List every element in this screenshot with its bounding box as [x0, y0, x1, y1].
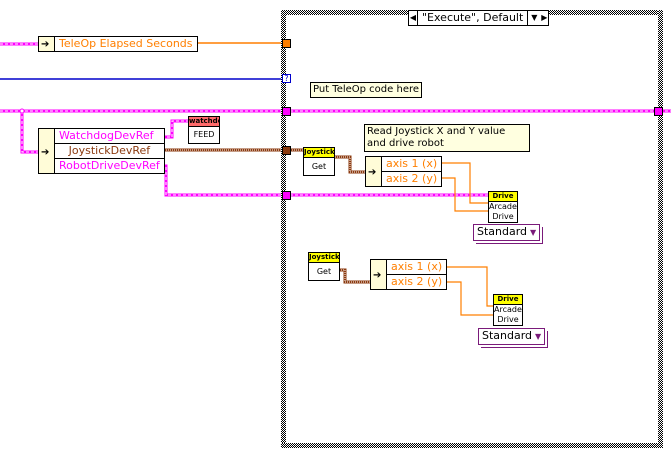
drive-mode-ring[interactable]: Standard▼ [473, 224, 541, 241]
dropdown-icon[interactable]: ▼ [530, 228, 537, 237]
unbundle-axes[interactable]: ➔ axis 1 (x) axis 2 (y) [365, 156, 443, 187]
drive-mode-value: Standard [482, 329, 533, 342]
tunnel-cluster[interactable] [282, 107, 291, 116]
field-robotdrive-devref[interactable]: RobotDriveDevRef [59, 159, 160, 172]
field-joystick-devref[interactable]: JoystickDevRef [55, 144, 164, 159]
drive-body-1: Arcade [489, 202, 517, 211]
joystick-header: Joystick [304, 148, 335, 158]
case-selector[interactable]: ◀ "Execute", Default ▼ ▶ [408, 10, 550, 26]
unbundle-devrefs[interactable]: ➔ WatchdogDevRef JoystickDevRef RobotDri… [38, 128, 165, 174]
tunnel-joystick[interactable] [282, 146, 291, 155]
drive-header: Drive [489, 192, 517, 202]
drive-mode-value: Standard [477, 225, 528, 238]
drive-header: Drive [494, 295, 522, 305]
tunnel-robotdrive[interactable] [282, 191, 291, 200]
watchdog-feed-node[interactable]: watchdog FEED [188, 116, 220, 144]
arrow-icon: ➔ [373, 270, 382, 281]
arcade-drive-node[interactable]: Drive Arcade Drive [488, 191, 518, 223]
joystick-get-label: Get [311, 162, 327, 171]
comment-teleop: Put TeleOp code here [310, 82, 423, 98]
arrow-icon: ➔ [41, 39, 50, 50]
case-frame-bottom [281, 443, 663, 448]
field-watchdog-devref[interactable]: WatchdogDevRef [55, 129, 164, 144]
case-frame-right [658, 10, 663, 448]
case-frame-left [281, 10, 286, 448]
drive-mode-ring[interactable]: Standard▼ [478, 328, 546, 345]
joystick-header: Joystick [309, 253, 340, 263]
watchdog-header: watchdog [189, 117, 219, 127]
joystick-get-label: Get [316, 267, 332, 276]
field-teleop-elapsed[interactable]: TeleOp Elapsed Seconds [59, 37, 193, 50]
unbundle-axes[interactable]: ➔ axis 1 (x) axis 2 (y) [370, 259, 448, 290]
unbundle-elapsed[interactable]: ➔ TeleOp Elapsed Seconds [38, 36, 198, 52]
tunnel-cluster-out[interactable] [654, 107, 663, 116]
comment-joystick: Read Joystick X and Y value and drive ro… [364, 124, 530, 152]
joystick-get-node[interactable]: Joystick Get [308, 252, 340, 281]
field-axis-1[interactable]: axis 1 (x) [387, 260, 447, 275]
drive-body-1: Arcade [494, 305, 522, 314]
arcade-drive-node[interactable]: Drive Arcade Drive [493, 294, 523, 326]
case-selector-label: "Execute", Default [417, 11, 529, 25]
selector-terminal[interactable]: ? [282, 74, 291, 83]
case-dropdown-icon[interactable]: ▼ [531, 13, 538, 22]
tunnel-elapsed[interactable] [282, 39, 291, 48]
next-case-icon[interactable]: ▶ [541, 13, 548, 22]
prev-case-icon[interactable]: ◀ [409, 13, 417, 22]
joystick-get-node[interactable]: Joystick Get [303, 147, 335, 176]
field-axis-1[interactable]: axis 1 (x) [382, 157, 442, 172]
drive-body-2: Drive [492, 212, 514, 221]
arrow-icon: ➔ [41, 147, 50, 158]
arrow-icon: ➔ [368, 167, 377, 178]
watchdog-body: FEED [193, 130, 215, 139]
field-axis-2[interactable]: axis 2 (y) [386, 172, 438, 185]
dropdown-icon[interactable]: ▼ [535, 332, 542, 341]
drive-body-2: Drive [497, 315, 519, 324]
field-axis-2[interactable]: axis 2 (y) [391, 275, 443, 288]
